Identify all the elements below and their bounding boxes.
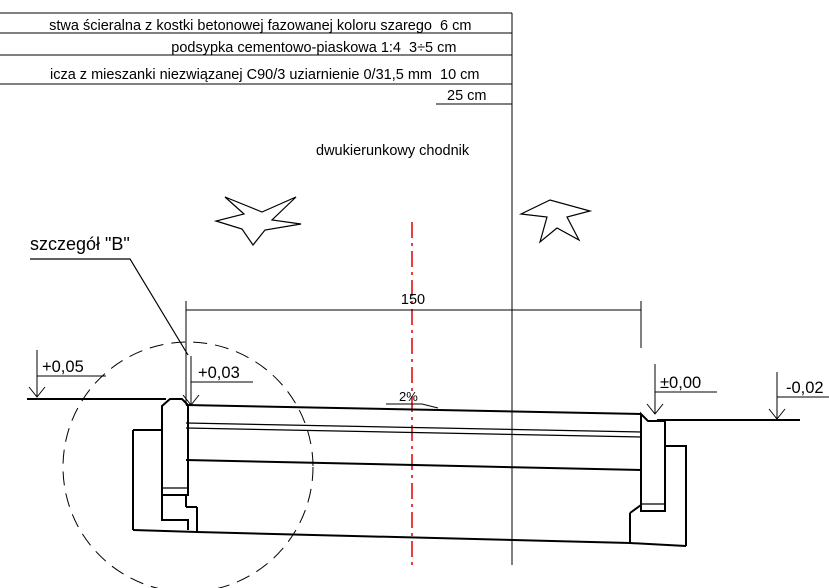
elevation-left-outer: +0,05	[28, 350, 106, 398]
curb-left	[132, 398, 198, 533]
layer-2-thickness: 3÷5 cm	[409, 40, 456, 56]
detail-leader-line	[30, 258, 189, 356]
curb-stone	[640, 411, 666, 512]
detail-label: szczegół "B"	[30, 234, 130, 254]
curb-bedding	[133, 429, 189, 530]
caption: dwukierunkowy chodnik	[316, 143, 470, 159]
layer-3-thickness: 10 cm	[440, 67, 480, 83]
elevation-left-curb: +0,03	[182, 356, 253, 406]
direction-arrow-down-icon	[213, 196, 302, 247]
curb-bedding	[665, 445, 687, 546]
elevation-arrow-icon	[646, 403, 664, 415]
detail-circle	[62, 341, 314, 588]
elevation-value: ±0,00	[660, 374, 701, 392]
layer-1-description: stwa ścieralna z kostki betonowej fazowa…	[49, 18, 432, 34]
slope-label: 2%	[399, 389, 418, 404]
elevation-arrow-icon	[28, 386, 46, 398]
layer-1-thickness: 6 cm	[440, 18, 471, 34]
layer-3-description: icza z mieszanki niezwiązanej C90/3 uzia…	[50, 67, 432, 83]
layer-table: stwa ścieralna z kostki betonowej fazowa…	[0, 12, 513, 565]
elevation-right-outer: -0,02	[768, 372, 829, 420]
layer-2-description: podsypka cementowo-piaskowa 1:4	[171, 40, 401, 56]
curb-right	[629, 411, 687, 546]
total-thickness: 25 cm	[447, 88, 487, 104]
dimension-line: 150	[185, 292, 642, 405]
elevation-value: +0,03	[198, 364, 240, 382]
elevation-value: -0,02	[786, 379, 824, 397]
direction-arrow-up-icon	[518, 199, 593, 244]
dimension-value: 150	[401, 292, 425, 308]
elevation-value: +0,05	[42, 358, 84, 376]
pavement-layers	[185, 404, 687, 547]
elevation-right-curb: ±0,00	[646, 364, 717, 415]
curb-stone	[161, 398, 189, 496]
slope-arrow-icon	[386, 403, 439, 409]
